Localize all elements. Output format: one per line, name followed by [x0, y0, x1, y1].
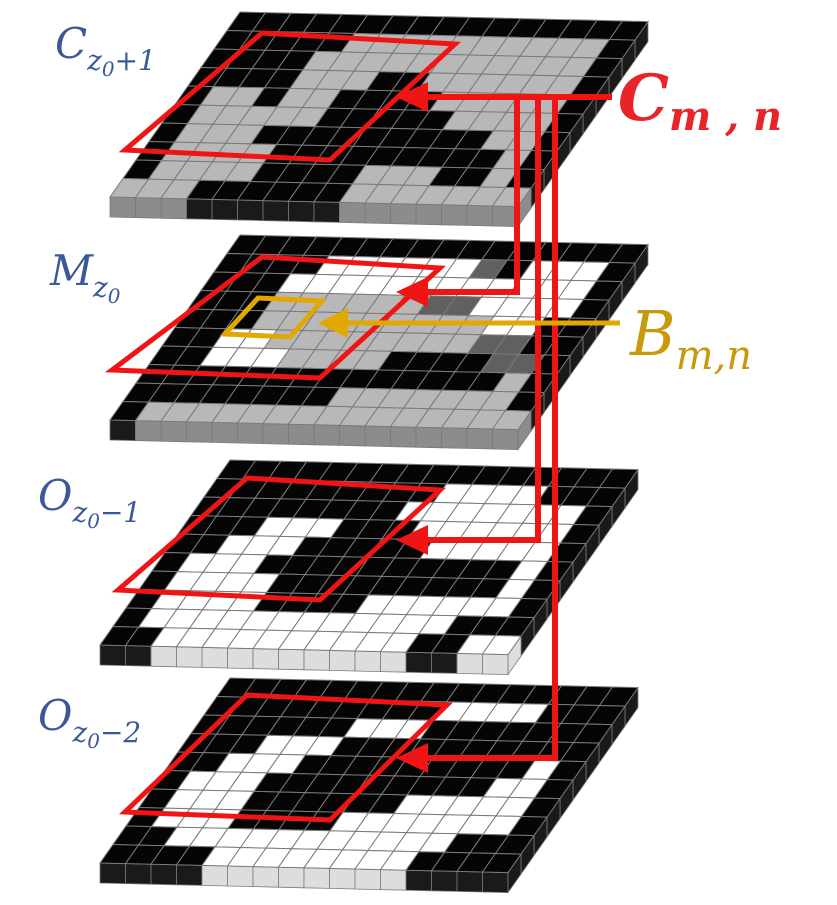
cell-side — [492, 428, 519, 451]
cell-side — [99, 644, 126, 667]
cell-side — [109, 196, 136, 219]
cell-side — [405, 651, 432, 674]
context-window-1 — [118, 30, 462, 163]
cell-side — [303, 867, 330, 889]
cell-side — [466, 204, 493, 227]
cell-side — [466, 427, 493, 450]
cell-side — [186, 421, 213, 443]
cell-side — [482, 871, 509, 894]
cell-side — [456, 652, 483, 675]
cell-side — [160, 197, 187, 220]
cell-side — [482, 653, 509, 676]
cell-side — [237, 422, 264, 445]
arrow-head-4 — [396, 743, 428, 773]
layers-group — [99, 11, 649, 894]
cell-side — [313, 201, 340, 223]
cell-side — [252, 648, 279, 670]
cell-side — [329, 649, 356, 672]
cell-side — [262, 200, 289, 222]
cell-side — [313, 424, 340, 446]
cell-side — [135, 197, 162, 219]
cell-side — [135, 420, 162, 442]
cell-side — [227, 865, 254, 888]
arrow-line-2 — [420, 97, 520, 295]
grid-cell — [481, 852, 522, 874]
cell-side — [201, 864, 228, 887]
cell-side — [441, 427, 468, 449]
label-c-z0-plus-1: Cz0+1 — [55, 19, 156, 81]
cell-side — [288, 200, 315, 223]
label-b-m-n: Bm,n — [629, 297, 752, 379]
cell-side — [150, 645, 177, 668]
context-window-4 — [119, 692, 453, 823]
cell-side — [125, 645, 152, 667]
cell-side — [415, 203, 442, 226]
cell-side — [211, 198, 238, 221]
cell-side — [431, 652, 458, 674]
label-o-z0-minus-2: Oz0−2 — [38, 691, 141, 753]
cell-side — [415, 426, 442, 449]
cell-side — [303, 649, 330, 671]
cell-side — [390, 426, 417, 448]
label-o-z0-minus-1: Oz0−1 — [38, 471, 141, 533]
arrow-line-3 — [420, 97, 541, 543]
cell-side — [262, 423, 289, 445]
cell-side — [186, 198, 213, 220]
label-c-m-n: Cm , n — [618, 61, 782, 140]
cell-side — [278, 648, 305, 671]
cell-side — [431, 870, 458, 892]
layer-c-z0-plus-1 — [109, 11, 649, 228]
cell-side — [252, 866, 279, 888]
cell-side — [364, 425, 391, 448]
arrow-head-3 — [396, 525, 428, 555]
context-window-2 — [104, 254, 447, 381]
cell-side — [390, 203, 417, 225]
cell-side — [211, 421, 238, 444]
cell-side — [339, 424, 366, 447]
cell-side — [150, 863, 177, 886]
context-window-3 — [111, 475, 447, 603]
cell-side — [354, 868, 381, 891]
arrow-line-4 — [420, 97, 558, 761]
grid-cell — [491, 409, 532, 431]
label-m-z0: Mz0 — [49, 246, 121, 308]
overlay-group — [104, 30, 620, 823]
block-bmn — [219, 295, 328, 340]
cell-side — [364, 202, 391, 225]
cell-side — [339, 201, 366, 224]
cell-side — [278, 866, 305, 889]
cell-side — [456, 870, 483, 893]
grid-cell — [481, 634, 522, 656]
arrow-head-bmn — [318, 308, 348, 338]
arrow-head-2 — [396, 277, 428, 307]
cell-side — [354, 650, 381, 673]
cell-side — [176, 864, 203, 886]
arrow-head-1 — [396, 82, 428, 112]
cell-side — [441, 204, 468, 226]
cell-side — [288, 423, 315, 446]
cell-side — [405, 869, 432, 892]
cell-side — [201, 646, 228, 669]
cell-side — [380, 869, 407, 891]
cell-side — [329, 867, 356, 890]
cell-side — [227, 647, 254, 670]
cell-side — [176, 646, 203, 668]
cell-side — [99, 862, 126, 885]
cell-side — [125, 863, 152, 885]
cell-side — [380, 651, 407, 673]
cell-side — [109, 419, 136, 442]
cell-side — [237, 199, 264, 222]
cell-side — [160, 420, 187, 443]
layer-m-z0 — [109, 234, 649, 451]
